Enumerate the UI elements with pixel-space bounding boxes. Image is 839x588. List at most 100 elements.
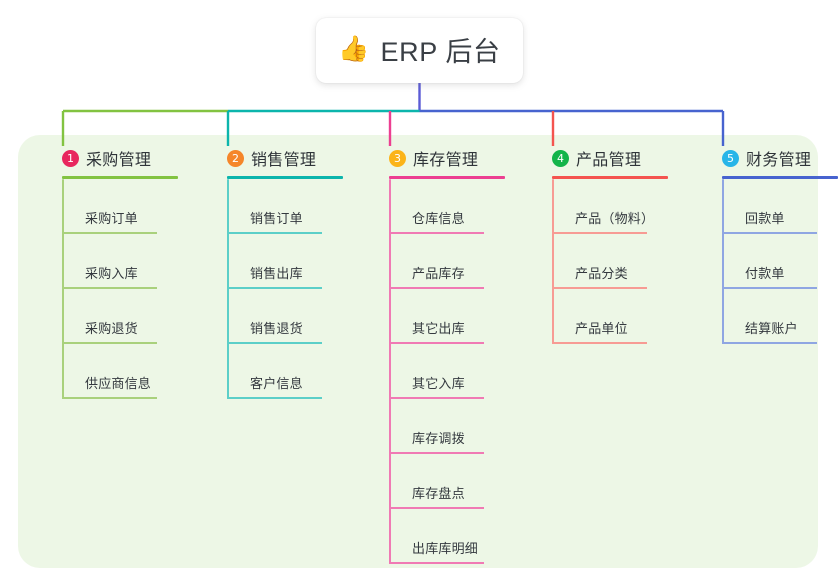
leaf-item[interactable]: 出库库明细	[389, 509, 537, 564]
leaf-item-label: 采购退货	[85, 321, 138, 336]
root-node-card[interactable]: 👍 ERP 后台	[316, 18, 523, 83]
branch-title-5: 财务管理	[746, 152, 812, 169]
branch-column-4: 4 产品管理产品（物料） 产品分类产品单位	[530, 146, 700, 344]
leaf-item-label: 库存调拨	[412, 431, 465, 446]
leaf-item[interactable]: 采购订单	[62, 179, 210, 234]
branch-items-4: 产品（物料） 产品分类产品单位	[552, 179, 700, 344]
leaf-item-label: 销售出库	[250, 266, 303, 281]
branch-header-underline-2	[227, 176, 343, 179]
branch-spine-5	[722, 179, 724, 344]
leaf-item[interactable]: 销售退货	[227, 289, 375, 344]
leaf-item-label: 销售退货	[250, 321, 303, 336]
leaf-item-underline	[389, 342, 484, 344]
leaf-item[interactable]: 回款单	[722, 179, 839, 234]
leaf-item[interactable]: 产品分类	[552, 234, 700, 289]
branch-badge-5: 5	[722, 149, 739, 167]
leaf-item-underline	[389, 562, 484, 564]
branch-badge-4: 4	[552, 149, 569, 167]
leaf-item[interactable]: 库存调拨	[389, 399, 537, 454]
leaf-item-underline	[227, 287, 322, 289]
leaf-item[interactable]: 采购退货	[62, 289, 210, 344]
leaf-item[interactable]: 客户信息	[227, 344, 375, 399]
leaf-item-underline	[62, 232, 157, 234]
branch-header-underline-1	[62, 176, 178, 179]
leaf-item-underline	[552, 287, 647, 289]
leaf-item-label: 仓库信息	[412, 211, 465, 226]
leaf-item-underline	[552, 232, 647, 234]
leaf-item-underline	[389, 232, 484, 234]
leaf-item-label: 产品单位	[575, 321, 628, 336]
leaf-item[interactable]: 销售订单	[227, 179, 375, 234]
leaf-item-underline	[227, 397, 322, 399]
leaf-item[interactable]: 采购入库	[62, 234, 210, 289]
branch-title-2: 销售管理	[251, 152, 317, 169]
branch-spine-3	[389, 179, 391, 564]
leaf-item-label: 客户信息	[250, 376, 303, 391]
leaf-item-label: 供应商信息	[85, 376, 152, 391]
branch-column-2: 2 销售管理销售订单销售出库销售退货客户信息	[205, 146, 375, 399]
branch-spine-1	[62, 179, 64, 399]
leaf-item-underline	[227, 232, 322, 234]
branch-header-underline-4	[552, 176, 668, 179]
leaf-item-label: 产品分类	[575, 266, 628, 281]
leaf-item[interactable]: 其它出库	[389, 289, 537, 344]
leaf-item[interactable]: 产品库存	[389, 234, 537, 289]
leaf-item[interactable]: 销售出库	[227, 234, 375, 289]
branch-header-underline-3	[389, 176, 505, 179]
leaf-item-underline	[552, 342, 647, 344]
leaf-item-label: 付款单	[745, 266, 785, 281]
branch-header-underline-5	[722, 176, 838, 179]
leaf-item[interactable]: 付款单	[722, 234, 839, 289]
leaf-item-label: 出库库明细	[412, 541, 479, 556]
diagram-background-panel	[18, 135, 818, 568]
leaf-item[interactable]: 库存盘点	[389, 454, 537, 509]
leaf-item-underline	[389, 287, 484, 289]
branch-items-2: 销售订单销售出库销售退货客户信息	[227, 179, 375, 399]
leaf-item[interactable]: 仓库信息	[389, 179, 537, 234]
branch-items-1: 采购订单采购入库采购退货供应商信息	[62, 179, 210, 399]
leaf-item[interactable]: 产品（物料）	[552, 179, 700, 234]
leaf-item[interactable]: 结算账户	[722, 289, 839, 344]
leaf-item[interactable]: 产品单位	[552, 289, 700, 344]
branch-badge-1: 1	[62, 149, 79, 167]
branch-spine-2	[227, 179, 229, 399]
branch-header-5[interactable]: 5 财务管理	[700, 146, 839, 170]
leaf-item-label: 采购入库	[85, 266, 138, 281]
branch-header-2[interactable]: 2 销售管理	[205, 146, 375, 170]
leaf-item-label: 回款单	[745, 211, 785, 226]
branch-title-4: 产品管理	[576, 152, 642, 169]
leaf-item-underline	[227, 342, 322, 344]
branch-column-5: 5 财务管理回款单付款单结算账户	[700, 146, 839, 344]
branch-header-4[interactable]: 4 产品管理	[530, 146, 700, 170]
leaf-item-underline	[62, 397, 157, 399]
leaf-item-underline	[722, 232, 817, 234]
leaf-item-label: 销售订单	[250, 211, 303, 226]
leaf-item-label: 结算账户	[745, 321, 798, 336]
thumbs-up-emoji: 👍	[338, 35, 370, 63]
leaf-item-label: 采购订单	[85, 211, 138, 226]
root-node-title: ERP 后台	[380, 37, 501, 67]
leaf-item-underline	[62, 287, 157, 289]
branch-spine-4	[552, 179, 554, 344]
leaf-item-underline	[722, 287, 817, 289]
leaf-item[interactable]: 其它入库	[389, 344, 537, 399]
branch-badge-2: 2	[227, 149, 244, 167]
root-node-content: 👍 ERP 后台	[338, 30, 500, 69]
branch-items-3: 仓库信息产品库存其它出库其它入库库存调拨库存盘点出库库明细	[389, 179, 537, 564]
leaf-item-underline	[389, 507, 484, 509]
branch-title-3: 库存管理	[413, 152, 479, 169]
leaf-item-label: 其它入库	[412, 376, 465, 391]
branch-items-5: 回款单付款单结算账户	[722, 179, 839, 344]
leaf-item-underline	[62, 342, 157, 344]
leaf-item-underline	[722, 342, 817, 344]
leaf-item-label: 产品（物料）	[575, 211, 655, 226]
leaf-item[interactable]: 供应商信息	[62, 344, 210, 399]
leaf-item-label: 其它出库	[412, 321, 465, 336]
leaf-item-underline	[389, 452, 484, 454]
